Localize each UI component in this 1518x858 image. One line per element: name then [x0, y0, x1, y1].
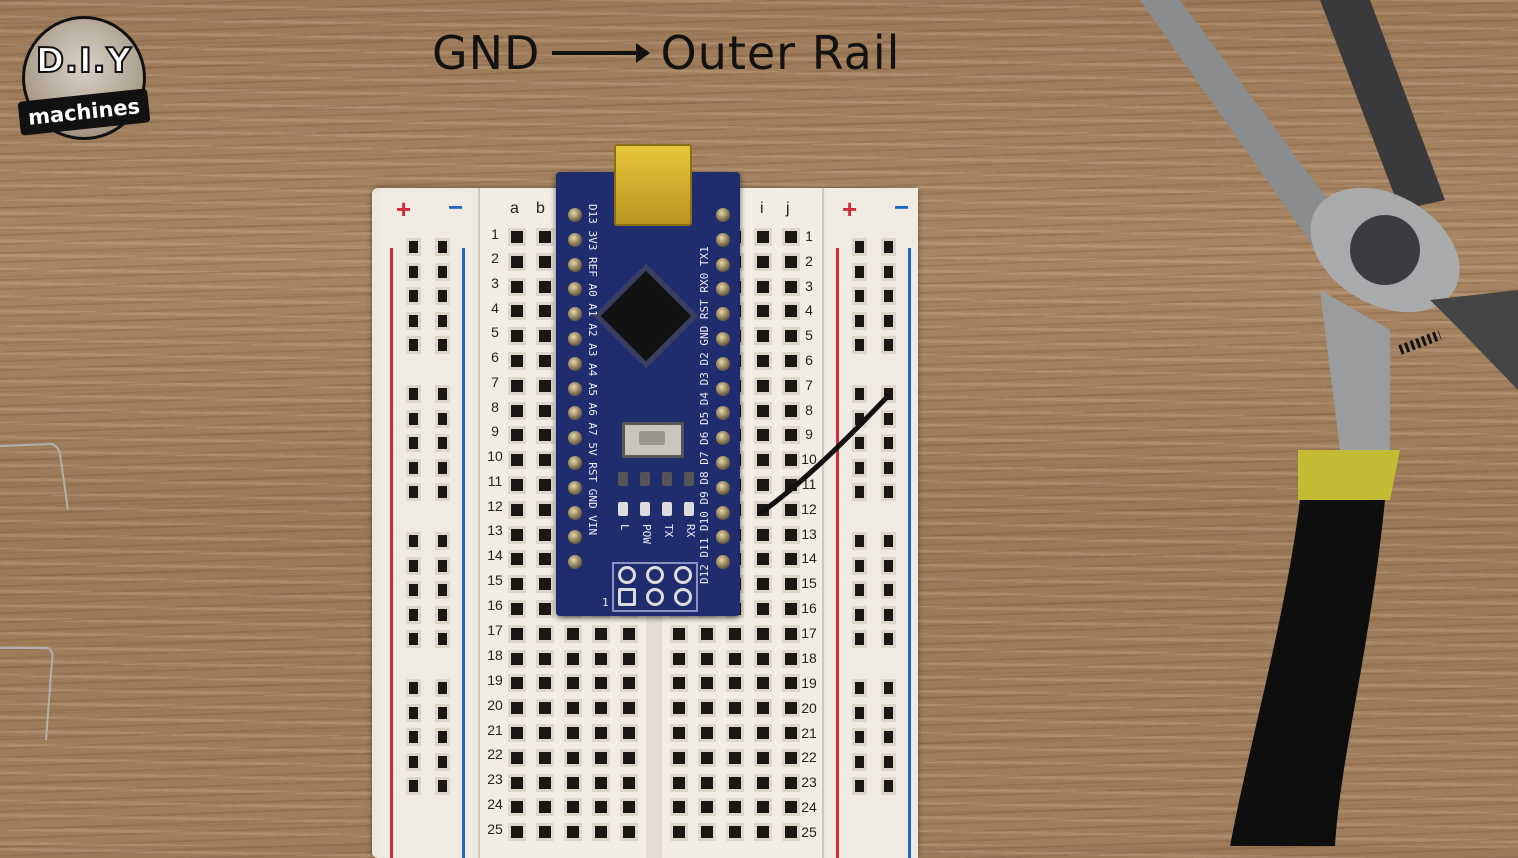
row-number: 23: [487, 771, 503, 787]
row-number: 4: [491, 300, 499, 316]
caption-from: GND: [432, 25, 541, 80]
row-number: 6: [491, 349, 499, 365]
row-number: 22: [487, 746, 503, 762]
row-number: 3: [805, 278, 813, 294]
left-pin-labels: D13 3V3 REF A0 A1 A2 A3 A4 A5 A6 A7 5V R…: [586, 204, 599, 536]
led-l: [618, 502, 628, 516]
row-number: 13: [487, 522, 503, 538]
jumper-wire: [759, 393, 891, 515]
row-number: 24: [801, 799, 817, 815]
pliers-icon: [1140, 0, 1518, 846]
column-label-i: i: [760, 200, 764, 217]
row-number: 12: [801, 501, 817, 517]
row-number: 2: [805, 253, 813, 269]
row-number: 23: [801, 774, 817, 790]
caption: GND Outer Rail: [432, 22, 900, 80]
column-label-a: a: [510, 200, 519, 217]
row-number: 5: [805, 327, 813, 343]
rail-minus-label: −: [448, 192, 464, 222]
row-number: 14: [801, 550, 817, 566]
positive-rail-line: [836, 248, 839, 858]
negative-rail-line: [908, 248, 911, 858]
row-number: 12: [487, 498, 503, 514]
row-number: 16: [487, 597, 503, 613]
row-number: 25: [801, 824, 817, 840]
row-number: 17: [801, 625, 817, 641]
rail-minus-label: −: [894, 192, 910, 222]
microcontroller-chip: [600, 270, 692, 362]
right-pin-labels: D12 D11 D10 D9 D8 D7 D6 D5 D4 D3 D2 GND …: [698, 246, 711, 584]
arrow-right-icon: [552, 42, 651, 63]
logo-banner: machines: [17, 88, 151, 136]
led-tx: [662, 502, 672, 516]
column-label-b: b: [536, 200, 545, 217]
arduino-nano-board: D13 3V3 REF A0 A1 A2 A3 A4 A5 A6 A7 5V R…: [556, 144, 740, 616]
row-number: 18: [801, 650, 817, 666]
negative-rail-line: [462, 248, 465, 858]
led-label: TX: [662, 524, 675, 538]
row-number: 17: [487, 622, 503, 638]
mini-usb-connector: [614, 144, 692, 226]
row-number: 10: [487, 448, 503, 464]
row-number: 6: [805, 352, 813, 368]
row-number: 8: [491, 399, 499, 415]
row-number: 15: [801, 575, 817, 591]
row-number: 4: [805, 302, 813, 318]
row-number: 3: [491, 275, 499, 291]
logo-title: D.I.Y: [35, 40, 133, 82]
row-number: 5: [491, 324, 499, 340]
component-leads: [0, 442, 69, 741]
positive-rail-line: [390, 248, 393, 858]
rail-holes: [852, 238, 896, 802]
rail-plus-label: +: [396, 194, 412, 224]
led-pow: [640, 502, 650, 516]
icsp-header: [612, 562, 698, 612]
led-rx: [684, 502, 694, 516]
row-number: 9: [805, 426, 813, 442]
row-number: 19: [801, 675, 817, 691]
row-number: 15: [487, 572, 503, 588]
row-number: 11: [487, 473, 503, 489]
right-power-rail: + −: [826, 188, 918, 858]
icsp-pin1-label: 1: [602, 596, 609, 609]
row-number: 9: [491, 423, 499, 439]
caption-to: Outer Rail: [660, 25, 901, 80]
row-number: 10: [801, 451, 817, 467]
left-power-rail: + −: [380, 188, 472, 858]
row-number: 20: [801, 700, 817, 716]
row-number: 8: [805, 402, 813, 418]
column-label-j: j: [786, 200, 790, 217]
led-label: L: [618, 524, 631, 531]
row-number: 1: [805, 228, 813, 244]
row-number: 18: [487, 647, 503, 663]
row-number: 1: [491, 226, 499, 242]
row-number: 24: [487, 796, 503, 812]
rail-holes: [406, 238, 450, 802]
row-number: 14: [487, 547, 503, 563]
row-number: 19: [487, 672, 503, 688]
row-number: 16: [801, 600, 817, 616]
led-label: POW: [640, 524, 653, 544]
row-number: 7: [491, 374, 499, 390]
row-number: 21: [487, 722, 503, 738]
row-number: 7: [805, 377, 813, 393]
row-number: 20: [487, 697, 503, 713]
led-label: RX: [684, 524, 697, 538]
row-number: 22: [801, 749, 817, 765]
row-number: 13: [801, 526, 817, 542]
row-number: 25: [487, 821, 503, 837]
row-number: 2: [491, 250, 499, 266]
reset-button[interactable]: [622, 422, 684, 458]
rail-plus-label: +: [842, 194, 858, 224]
row-number: 21: [801, 725, 817, 741]
diy-machines-logo: D.I.Y machines: [17, 16, 151, 140]
